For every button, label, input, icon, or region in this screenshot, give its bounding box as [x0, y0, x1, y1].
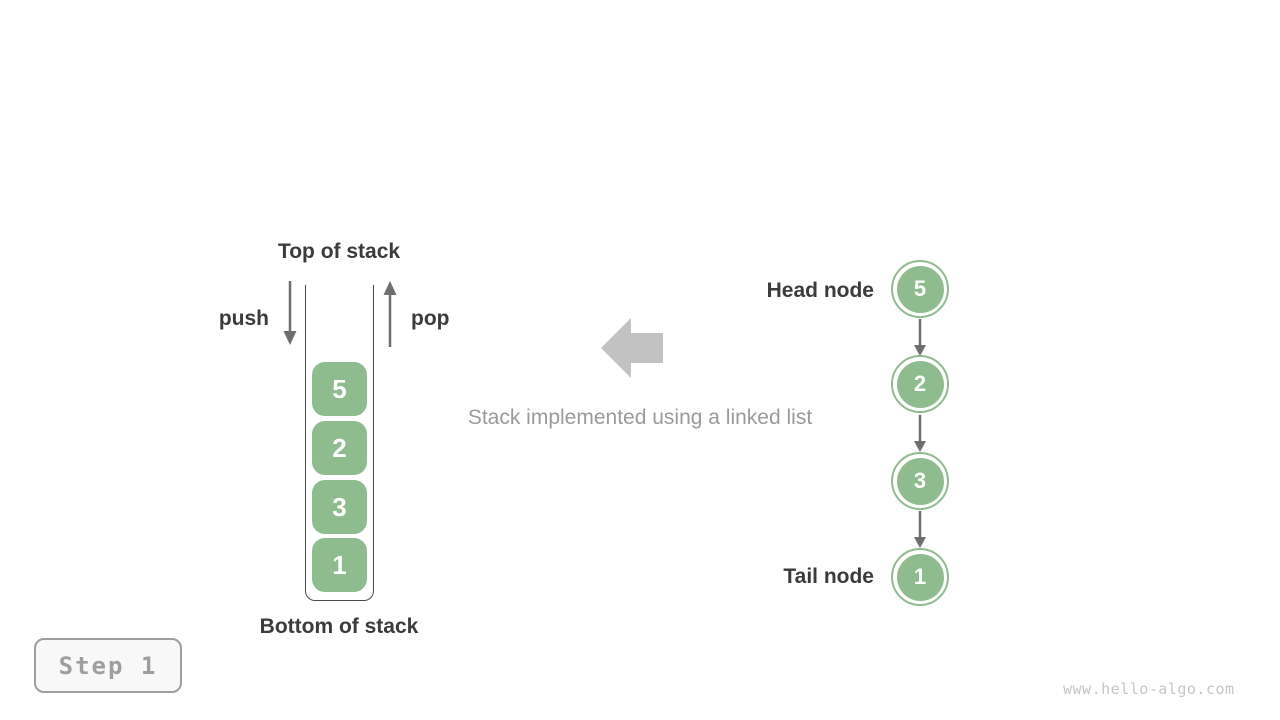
stack-item: 1	[312, 538, 367, 592]
stack-container	[305, 285, 374, 601]
linked-list-node: 3	[891, 452, 949, 510]
pop-label: pop	[411, 307, 450, 330]
push-label: push	[218, 307, 269, 330]
left-block-arrow-icon	[601, 318, 663, 378]
next-pointer-arrow-icon	[914, 511, 926, 548]
watermark-text: www.hello-algo.com	[1063, 680, 1235, 698]
next-pointer-arrow-icon	[914, 319, 926, 356]
stack-item: 5	[312, 362, 367, 416]
linked-list-node-value: 1	[896, 553, 944, 601]
diagram-caption: Stack implemented using a linked list	[467, 406, 813, 429]
linked-list-node: 5	[891, 260, 949, 318]
linked-list-node-value: 3	[896, 457, 944, 505]
stack-bottom-label: Bottom of stack	[259, 615, 419, 638]
stack-item: 3	[312, 480, 367, 534]
next-pointer-arrow-icon	[914, 415, 926, 452]
tail-node-label: Tail node	[783, 565, 874, 588]
pop-up-arrow-icon	[383, 281, 397, 347]
linked-list-node: 1	[891, 548, 949, 606]
stack-item: 2	[312, 421, 367, 475]
push-down-arrow-icon	[283, 281, 297, 345]
linked-list-node: 2	[891, 355, 949, 413]
linked-list-node-value: 5	[896, 265, 944, 313]
head-node-label: Head node	[766, 279, 874, 302]
stack-top-label: Top of stack	[277, 240, 401, 263]
step-badge: Step 1	[34, 638, 182, 693]
linked-list-node-value: 2	[896, 360, 944, 408]
